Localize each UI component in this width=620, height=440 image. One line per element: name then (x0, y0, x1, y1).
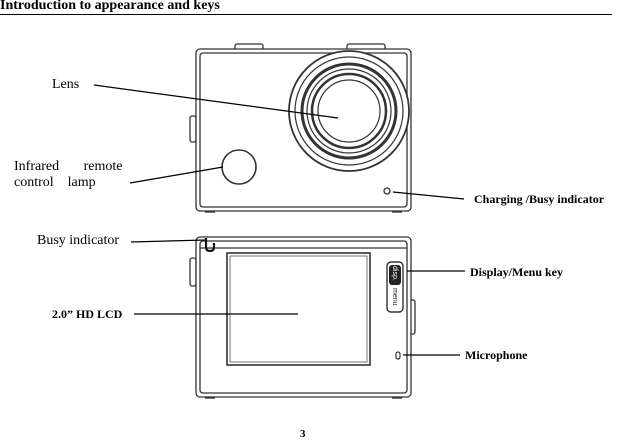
lcd-screen (226, 252, 371, 366)
microphone-label: Microphone (465, 348, 528, 362)
busy-indicator-icon (204, 238, 216, 253)
lcd-label: 2.0” HD LCD (52, 307, 123, 321)
charging-indicator-label: Charging /Busy indicator (474, 192, 605, 206)
infrared-label-line2: control lamp (14, 175, 96, 190)
charging-indicator-icon (383, 187, 391, 195)
disp-button-label: disp. (391, 266, 398, 281)
display-menu-key-label: Display/Menu key (470, 265, 564, 279)
menu-button-label: menu (391, 288, 398, 306)
lens-label: Lens (52, 77, 80, 92)
infrared-label-line1: Infrared remote (14, 159, 123, 174)
lens-icon (288, 50, 410, 172)
section-heading: Introduction to appearance and keys (0, 0, 612, 15)
callout-lines (93, 84, 465, 356)
infrared-lamp-icon (221, 149, 257, 185)
display-menu-key-icon: disp. menu (386, 261, 404, 313)
busy-indicator-label: Busy indicator (37, 233, 120, 248)
microphone-icon (395, 351, 401, 360)
page-number: 3 (300, 428, 306, 440)
